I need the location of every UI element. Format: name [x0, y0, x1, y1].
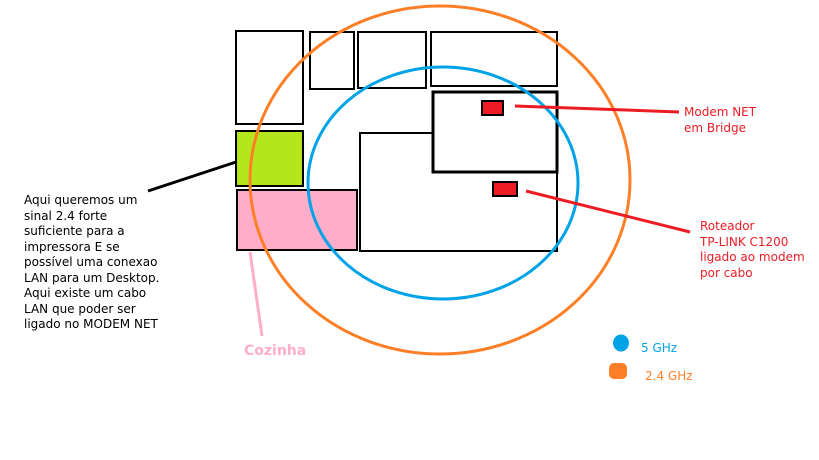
printer-area — [235, 130, 304, 187]
room-top-small — [309, 31, 355, 90]
legend-24ghz-label: 2.4 GHz — [645, 369, 693, 383]
room-top-left — [235, 30, 304, 125]
router-device — [492, 181, 518, 197]
legend-5ghz-marker — [613, 334, 629, 352]
router-label: Roteador TP-LINK C1200 ligado ao modem p… — [700, 219, 805, 280]
kitchen-label: Cozinha — [244, 343, 307, 359]
coverage-5ghz-circle — [306, 65, 580, 301]
living-room — [359, 132, 558, 252]
modem-label: Modem NET em Bridge — [684, 105, 757, 135]
coverage-24ghz-circle — [248, 4, 632, 356]
room-top-right — [430, 31, 558, 87]
kitchen-room — [236, 189, 358, 251]
kitchen-pointer-line — [248, 251, 264, 337]
modem-device — [481, 100, 504, 116]
printer-pointer-line — [147, 160, 237, 193]
router-pointer-line — [525, 189, 691, 234]
printer-note-label: Aqui queremos um sinal 2.4 forte suficie… — [24, 193, 160, 331]
modem-room — [431, 90, 559, 174]
modem-pointer-line — [514, 104, 680, 114]
room-top-middle — [357, 31, 427, 89]
legend-24ghz-marker — [609, 363, 627, 379]
legend-5ghz-label: 5 GHz — [641, 341, 678, 355]
